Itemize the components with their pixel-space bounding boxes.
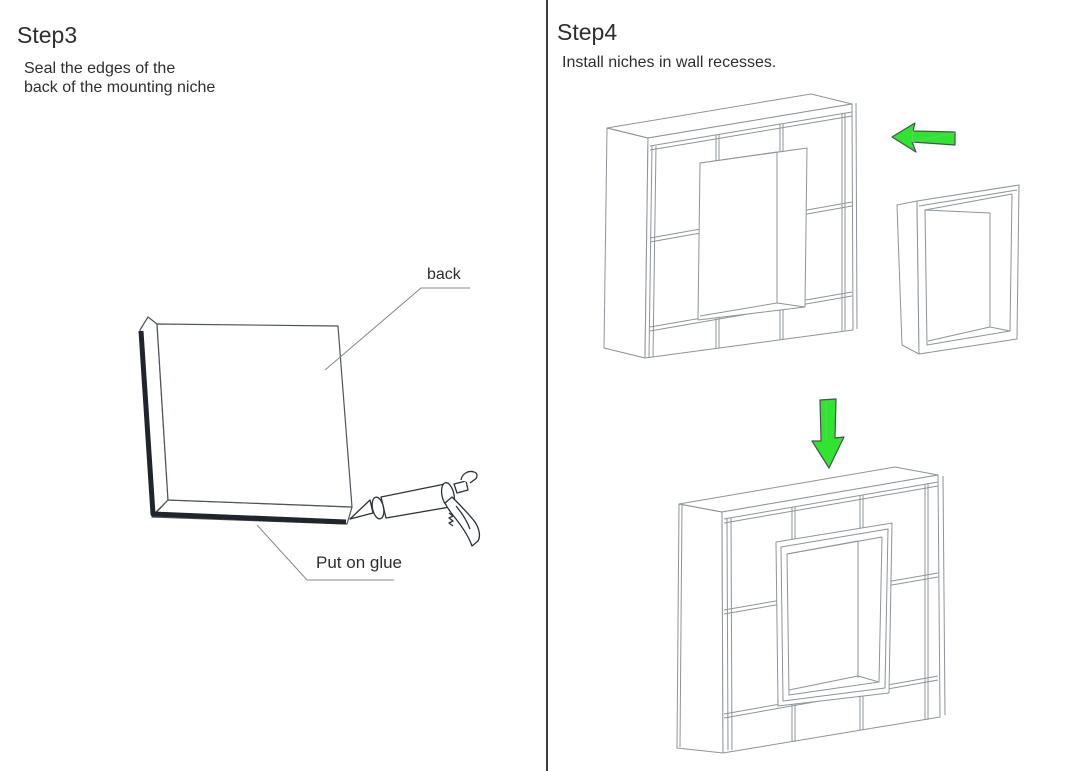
- niche-box-left-side: [896, 200, 920, 355]
- leader-lines: [256, 287, 470, 581]
- wall1-right-edge-line: [855, 102, 858, 330]
- step3-instruction-line2: back of the mounting niche: [24, 79, 216, 96]
- wall2-left-strip: [726, 517, 733, 751]
- step4-title: Step4: [557, 19, 618, 45]
- installed-niche-frame-mid: [780, 528, 889, 702]
- leader-line-back: [324, 287, 470, 371]
- glue-bead: [138, 330, 347, 525]
- step3-instruction: Seal the edges of the back of the mounti…: [24, 59, 215, 97]
- niche-back-drawing: [139, 316, 353, 525]
- green-arrow-left-icon: [891, 122, 956, 153]
- label-back: back: [427, 266, 461, 283]
- green-arrow-left-detail: [911, 129, 956, 143]
- wall1-left-face: [603, 127, 649, 359]
- gun-rod-hook: [460, 470, 478, 484]
- wall2-left-face: [676, 503, 724, 754]
- caulking-gun-icon: [349, 470, 481, 547]
- wall2-left-edge-line: [679, 504, 683, 748]
- label-put-on-glue: Put on glue: [316, 553, 403, 572]
- gun-trigger: [455, 505, 471, 530]
- gun-collar-front: [371, 496, 385, 520]
- wall2-right-edge-line: [942, 475, 946, 716]
- step3-instruction-line1: Seal the edges of the: [24, 60, 176, 77]
- gun-rear-cap: [453, 480, 469, 494]
- wall2-right-strip: [924, 484, 929, 720]
- tiled-wall-with-niche-installed: [676, 466, 946, 754]
- step3-illustration: [138, 287, 481, 581]
- niche-box-interior: [924, 209, 1011, 342]
- gun-grip-serration: [448, 512, 454, 527]
- wall1-left-strip: [648, 145, 657, 358]
- step3-title: Step3: [17, 22, 78, 48]
- gun-handle: [444, 496, 481, 547]
- wall1-right-strip: [841, 113, 846, 331]
- panel-divider: [546, 0, 548, 771]
- installed-niche-frame: [775, 522, 893, 707]
- tiled-wall-with-recess: [603, 93, 858, 359]
- wall1-top-course: [649, 111, 853, 151]
- wall1-recess-interior: [699, 151, 806, 317]
- arrows: [811, 122, 956, 469]
- gun-nozzle: [349, 499, 374, 520]
- leader-line-glue: [256, 524, 394, 581]
- step4-instruction: Install niches in wall recesses.: [562, 54, 777, 71]
- wall1-recess-opening: [697, 147, 808, 321]
- installed-niche-interior: [786, 540, 880, 691]
- wall2-top-course: [723, 481, 939, 524]
- niche-back-face: [156, 323, 353, 508]
- niche-box-flange-inner: [924, 193, 1013, 346]
- gun-tube: [380, 483, 451, 519]
- step4-illustration: [603, 93, 1020, 754]
- green-arrow-down-icon: [811, 398, 845, 469]
- niche-box-flange-edge: [918, 189, 1018, 207]
- installed-niche-frame-outer: [775, 522, 893, 707]
- niche-box: [896, 184, 1020, 355]
